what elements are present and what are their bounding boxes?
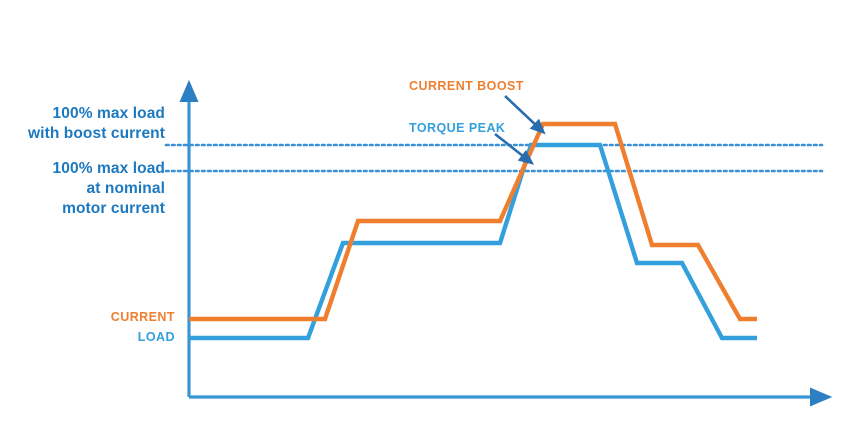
series-label-load: LOAD: [137, 330, 175, 344]
callout-label-current-boost: CURRENT BOOST: [409, 79, 524, 93]
arrow-current-boost: [504, 95, 546, 135]
axis-label-max-load-nominal-line-3: motor current: [62, 199, 165, 217]
callout-label-torque-peak: TORQUE PEAK: [409, 121, 506, 135]
axis-label-max-load-boost: 100% max load with boost current: [10, 104, 165, 144]
axis-label-max-load-nominal: 100% max load at nominal motor current: [10, 159, 165, 218]
series-line-load: [189, 142, 757, 341]
series-label-current: CURRENT: [110, 310, 175, 324]
axis-label-max-load-boost-line-2: with boost current: [28, 124, 165, 142]
series-line-current: [189, 121, 757, 322]
callout-arrows-group: [494, 95, 546, 165]
reference-lines-group: [164, 143, 824, 173]
axis-label-max-load-nominal-line-1: 100% max load: [52, 160, 165, 177]
axis-label-max-load-nominal-line-2: at nominal: [86, 179, 165, 197]
axis-label-max-load-boost-line-1: 100% max load: [52, 105, 165, 122]
arrow-torque-peak: [494, 132, 535, 165]
axis-group: [179, 79, 833, 407]
